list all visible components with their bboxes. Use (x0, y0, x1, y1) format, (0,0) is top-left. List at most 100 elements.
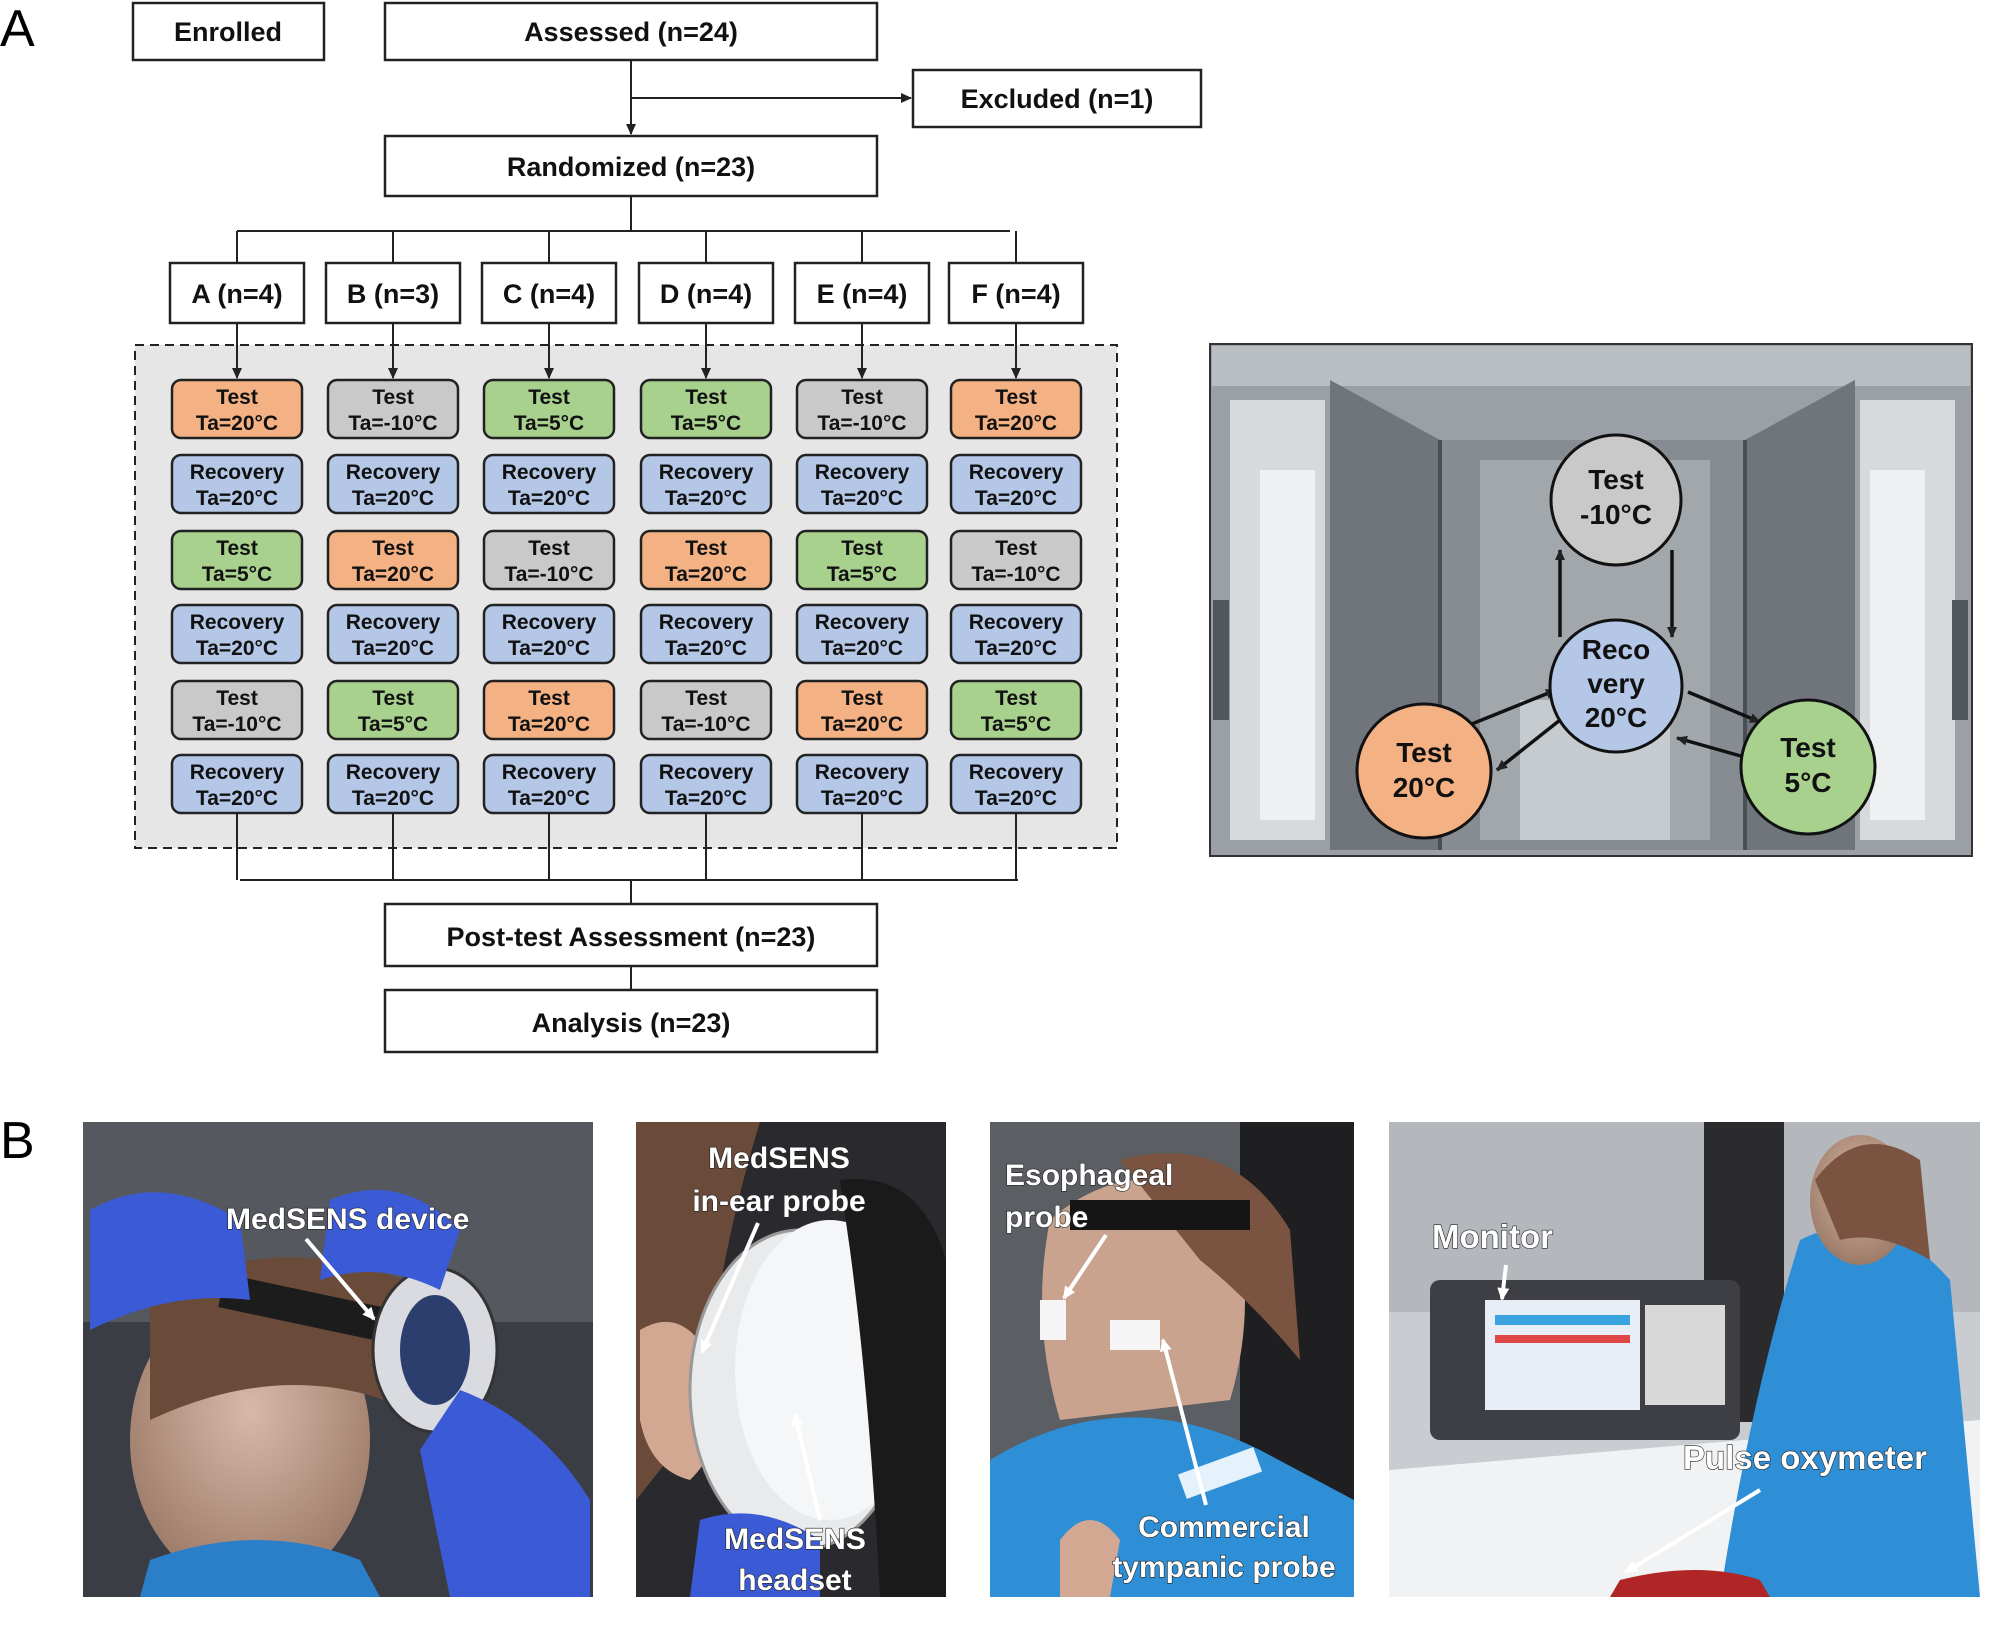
sequence-cell (326, 603, 460, 665)
label-headset-line2: headset (738, 1564, 851, 1597)
group-label: D (n=4) (660, 279, 752, 309)
arrow-recovery-to-cool (1687, 690, 1761, 724)
sequence-cell-line1: Recovery (969, 611, 1064, 634)
sequence-cell (326, 453, 460, 515)
sequence-cell-line2: Ta=20°C (665, 787, 747, 810)
sequence-cell-line2: Ta=20°C (508, 713, 590, 736)
sequence-cell (795, 453, 929, 515)
analysis-label: Analysis (n=23) (532, 1008, 731, 1038)
sequence-cell-line1: Recovery (969, 761, 1064, 784)
sequence-cell-line2: Ta=5°C (358, 713, 428, 736)
sequence-cell-line1: Test (685, 687, 727, 710)
sequence-cell-line2: Ta=20°C (508, 637, 590, 660)
sequence-cell (326, 753, 460, 815)
circle-test-cold (1549, 433, 1683, 567)
circle-test-cold-line2: -10°C (1580, 499, 1652, 530)
sequence-cell-line1: Test (685, 537, 727, 560)
group-label: F (n=4) (971, 279, 1060, 309)
circle-test-cold-line1: Test (1588, 464, 1644, 495)
sequence-cell-line1: Recovery (502, 461, 597, 484)
sequence-cell (949, 603, 1083, 665)
photo-medsens-headset (636, 1122, 946, 1597)
sequence-cell-line2: Ta=5°C (981, 713, 1051, 736)
sequence-cell-line2: Ta=20°C (352, 487, 434, 510)
excluded-label: Excluded (n=1) (961, 84, 1154, 114)
sequence-cell-line2: Ta=20°C (975, 637, 1057, 660)
circle-test-cool-line2: 5°C (1785, 767, 1832, 798)
sequence-cell-line1: Recovery (190, 461, 285, 484)
label-esophageal-line2: probe (1005, 1201, 1088, 1234)
sequence-cell-line1: Test (841, 687, 883, 710)
assessed-label: Assessed (n=24) (524, 17, 738, 47)
sequence-cell-line1: Test (995, 386, 1037, 409)
sequence-cell (795, 529, 929, 591)
circle-test-warm-line2: 20°C (1393, 772, 1456, 803)
sequence-cell-line1: Recovery (815, 461, 910, 484)
sequence-cell-line1: Test (995, 537, 1037, 560)
enrolled-box (131, 1, 326, 62)
sequence-cell (482, 753, 616, 815)
sequence-cell-line1: Test (372, 386, 414, 409)
sequence-cell-line2: Ta=5°C (514, 412, 584, 435)
sequence-cell (170, 603, 304, 665)
sequence-cell-line1: Recovery (346, 611, 441, 634)
circle-recovery-line2: very (1587, 668, 1645, 699)
sequence-cell-line1: Recovery (502, 761, 597, 784)
sequence-cell (795, 753, 929, 815)
label-tympanic-line1: Commercial (1138, 1511, 1310, 1544)
circle-test-warm-line1: Test (1396, 737, 1452, 768)
arrow-recovery-to-warm (1495, 718, 1562, 772)
sequence-cell-line2: Ta=5°C (827, 563, 897, 586)
circle-recovery-line1: Reco (1582, 634, 1650, 665)
sequence-cell-line2: Ta=20°C (196, 637, 278, 660)
sequence-cell-line2: Ta=20°C (665, 563, 747, 586)
photo-esophageal-probe (990, 1122, 1354, 1597)
photo-monitor (1389, 1122, 1980, 1597)
sequence-cell-line2: Ta=20°C (821, 787, 903, 810)
sequence-cell-line2: Ta=20°C (352, 637, 434, 660)
sequence-cell-line1: Test (841, 386, 883, 409)
sequence-cell-line2: Ta=-10°C (192, 713, 281, 736)
sequence-cell (949, 753, 1083, 815)
sequence-cell-line2: Ta=20°C (196, 412, 278, 435)
sequence-cell-line2: Ta=20°C (352, 563, 434, 586)
sequence-cell-line1: Recovery (659, 461, 754, 484)
sequence-cell-line2: Ta=20°C (665, 487, 747, 510)
sequence-cell-line1: Test (372, 537, 414, 560)
post-test-box (383, 902, 879, 968)
sequence-cell-line2: Ta=20°C (508, 487, 590, 510)
sequence-cell-line1: Recovery (815, 611, 910, 634)
sequence-cell-line2: Ta=-10°C (971, 563, 1060, 586)
pointer-headset (791, 1413, 822, 1521)
sequence-cell-line2: Ta=20°C (196, 787, 278, 810)
sequence-cell-line1: Recovery (502, 611, 597, 634)
sequence-cell-line2: Ta=-10°C (348, 412, 437, 435)
pointer-esophageal (1062, 1233, 1108, 1300)
sequence-cell (639, 378, 773, 440)
sequence-cell (170, 753, 304, 815)
pointer-monitor (1497, 1264, 1510, 1301)
label-tympanic-line2: tympanic probe (1112, 1551, 1335, 1584)
sequence-cell-line1: Recovery (815, 761, 910, 784)
group-box (947, 261, 1085, 325)
sequence-cell-line2: Ta=-10°C (817, 412, 906, 435)
circle-recovery-line3: 20°C (1585, 702, 1648, 733)
sequence-cell-line1: Recovery (346, 461, 441, 484)
sequence-cell (170, 453, 304, 515)
sequence-cell (326, 679, 460, 741)
sequence-cell (326, 378, 460, 440)
sequence-cell-line1: Test (216, 386, 258, 409)
assessed-box (383, 1, 879, 62)
sequence-cell (170, 679, 304, 741)
label-medsens-device: MedSENS device (226, 1203, 469, 1236)
sequence-cell-line1: Recovery (969, 461, 1064, 484)
circle-test-warm (1355, 702, 1493, 840)
pointer-in-ear-probe (700, 1222, 760, 1354)
sequence-cell-line1: Test (216, 687, 258, 710)
sequence-cell (949, 378, 1083, 440)
circle-recovery (1548, 618, 1684, 754)
photo-medsens-device (83, 1122, 593, 1597)
sequence-cell-line2: Ta=20°C (508, 787, 590, 810)
sequence-cell-line1: Test (685, 386, 727, 409)
sequence-cell-line2: Ta=20°C (196, 487, 278, 510)
